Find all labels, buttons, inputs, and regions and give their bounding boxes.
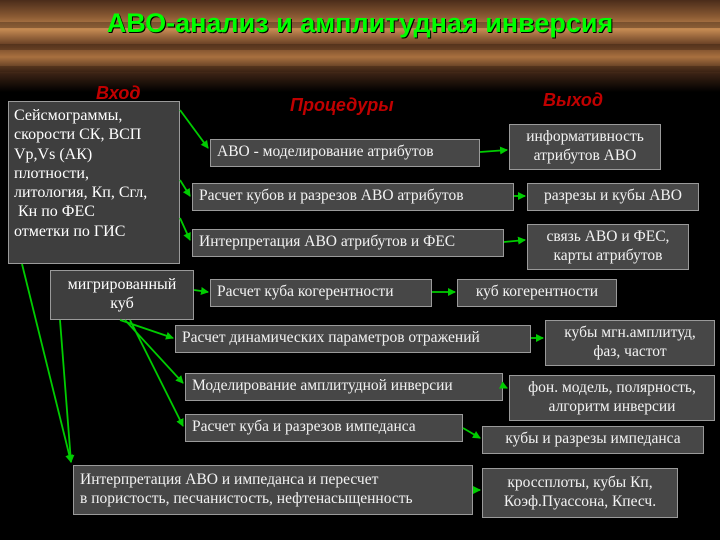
procedure-box: Интерпретация АВО атрибутов и ФЕС [192, 229, 504, 257]
input-line: куб [110, 295, 134, 313]
output-box: информативность атрибутов АВО [509, 124, 661, 170]
rock-banner-image [0, 0, 720, 92]
output-line: куб когерентности [475, 283, 599, 300]
output-line: кубы мгн.амплитуд, [564, 324, 696, 341]
output-line: атрибутов АВО [533, 147, 637, 164]
output-line: алгоритм инверсии [548, 398, 676, 415]
output-line: кроссплоты, кубы Кп, [507, 474, 653, 491]
arrow [179, 217, 191, 241]
procedure-box: Расчет куба когерентности [210, 279, 432, 307]
output-line: фаз, частот [593, 343, 667, 360]
arrow [503, 236, 526, 245]
output-line: кубы и разрезы импеданса [505, 430, 681, 447]
arrow [179, 109, 209, 149]
output-box: разрезы и кубы АВО [527, 183, 699, 211]
output-line: Коэф.Пуассона, Кпесч. [503, 493, 657, 510]
output-box: кроссплоты, кубы Кп, Коэф.Пуассона, Кпес… [482, 468, 678, 518]
arrow [479, 146, 508, 155]
page-title: АВО-анализ и амплитудная инверсия [106, 8, 614, 38]
input-line: скорости СК, ВСП [14, 126, 142, 144]
input-line: мигрированный [67, 276, 177, 293]
procedure-box: АВО - моделирование атрибутов [210, 139, 480, 167]
procedure-box: Расчет динамических параметров отражений [175, 325, 531, 353]
output-box: фон. модель, полярность, алгоритм инверс… [509, 375, 715, 421]
procedure-line: Интерпретация АВО и импеданса и пересчет [80, 471, 379, 488]
input-line: отметки по ГИС [14, 222, 126, 240]
output-line: карты атрибутов [553, 247, 663, 264]
input-line: Vp,Vs (АК) [14, 145, 93, 163]
output-line: связь АВО и ФЕС, [546, 228, 670, 245]
header-input: Вход [96, 83, 141, 103]
output-box: кубы мгн.амплитуд, фаз, частот [545, 320, 715, 366]
header-procedures: Процедуры [290, 95, 394, 115]
output-line: разрезы и кубы АВО [544, 187, 682, 204]
procedure-box: Моделирование амплитудной инверсии [185, 373, 503, 401]
procedure-box: Интерпретация АВО и импеданса и пересчет… [73, 465, 473, 515]
arrow [179, 179, 191, 197]
arrow [59, 319, 75, 463]
output-line: информативность [526, 128, 644, 145]
output-box: кубы и разрезы импеданса [482, 426, 704, 454]
arrow [462, 427, 481, 439]
header-output: Выход [543, 90, 604, 110]
input-line: Сейсмограммы, [14, 107, 123, 124]
output-box: куб когерентности [457, 279, 617, 307]
procedure-line: в пористость, песчанистость, нефтенасыще… [80, 490, 413, 507]
input-line: Кн по ФЕС [14, 203, 95, 221]
input-migrated-box: мигрированный куб [50, 270, 194, 320]
output-box: связь АВО и ФЕС, карты атрибутов [527, 224, 689, 270]
arrow [193, 287, 209, 295]
input-line: литология, Кп, Сгл, [14, 184, 148, 202]
arrow [498, 381, 508, 389]
input-line: плотности, [14, 164, 89, 182]
input-seismic-box: Сейсмограммы, скорости СК, ВСП Vp,Vs (АК… [8, 101, 180, 264]
output-line: фон. модель, полярность, [528, 379, 696, 396]
procedure-box: Расчет куба и разрезов импеданса [185, 414, 463, 442]
arrow [119, 319, 174, 340]
procedure-box: Расчет кубов и разрезов АВО атрибутов [192, 183, 514, 211]
